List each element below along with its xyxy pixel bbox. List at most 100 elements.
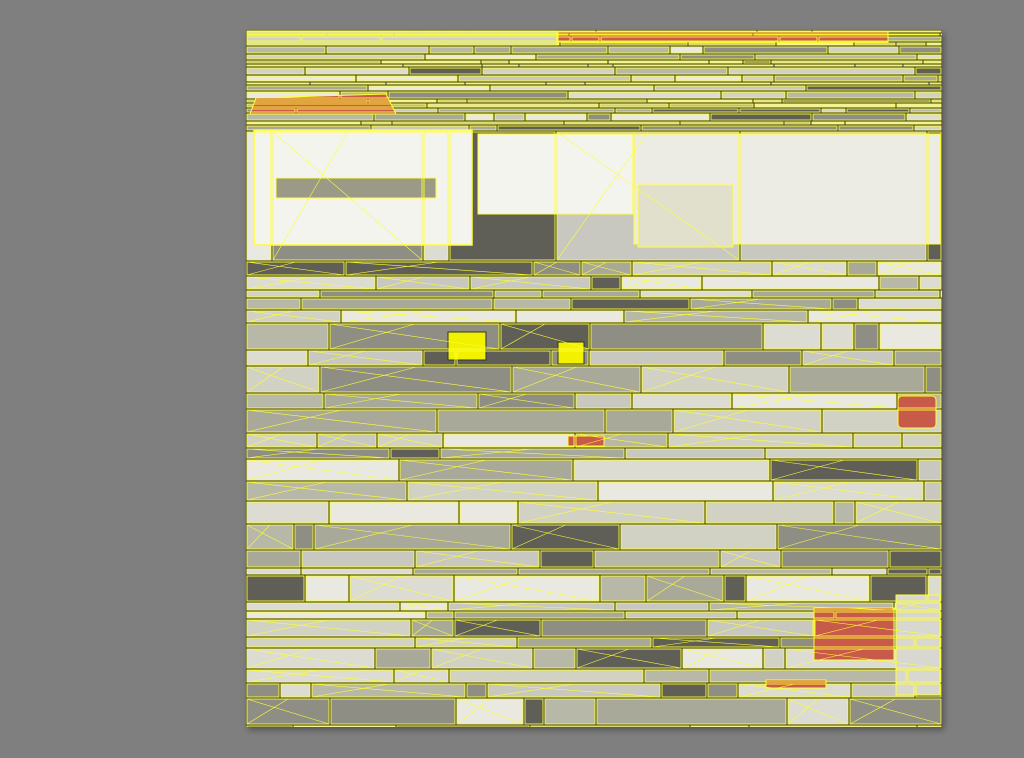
wire-edge — [246, 103, 427, 108]
texture-block — [904, 65, 941, 66]
wire-edge — [494, 290, 542, 298]
wire-edge — [330, 698, 456, 725]
wire-diagonal — [877, 261, 942, 276]
texture-block — [247, 47, 325, 53]
wire-diagonal — [399, 459, 487, 481]
wire-diagonal — [246, 409, 342, 433]
wire-edge — [828, 46, 899, 54]
wire-edge — [709, 60, 743, 64]
wire-diagonal — [709, 602, 802, 611]
wire-edge — [851, 683, 915, 698]
wire-edge — [530, 725, 690, 727]
wire-edge — [246, 42, 445, 46]
wire-edge — [381, 60, 481, 64]
texture-block — [924, 61, 941, 63]
wire-edge — [246, 290, 320, 298]
wire-diagonal — [411, 619, 454, 637]
wire-edge — [625, 611, 737, 619]
wire-edge — [381, 36, 571, 42]
texture-block — [306, 576, 348, 601]
wire-diagonal — [470, 276, 531, 290]
wire-diagonal — [673, 409, 748, 433]
wire-edge — [940, 290, 942, 298]
texture-block — [925, 482, 941, 500]
texture-block — [681, 55, 754, 59]
wire-edge — [569, 33, 753, 36]
wire-diagonal — [272, 131, 348, 261]
wire-diagonal — [777, 524, 860, 550]
texture-block — [534, 649, 575, 668]
wire-edge — [811, 121, 845, 125]
wire-edge — [541, 619, 707, 637]
texture-block — [518, 638, 651, 647]
wire-edge — [246, 602, 400, 611]
texture-block — [939, 76, 941, 81]
wire-edge — [670, 46, 703, 54]
wire-edge — [605, 409, 673, 433]
texture-block — [703, 277, 878, 289]
wire-edge — [474, 46, 511, 54]
wire-edge — [246, 60, 381, 64]
texture-block — [294, 726, 395, 727]
wire-diagonal — [802, 350, 849, 366]
texture-block — [590, 351, 723, 365]
texture-block — [599, 482, 772, 500]
wire-diagonal — [431, 648, 533, 669]
wire-edge — [640, 290, 752, 298]
wire-edge — [246, 67, 305, 75]
wire-edge — [835, 611, 942, 619]
wire-edge — [899, 46, 942, 54]
wire-diagonal — [814, 619, 879, 637]
texture-block — [941, 34, 942, 35]
red-strip — [567, 435, 605, 447]
wire-edge — [615, 67, 728, 75]
wire-diagonal — [320, 366, 512, 393]
texture-block — [404, 65, 481, 66]
texture-block — [588, 114, 610, 120]
uv-texture-atlas[interactable] — [246, 30, 942, 727]
texture-block — [880, 277, 918, 289]
wire-diagonal — [802, 350, 894, 366]
wire-edge — [423, 350, 456, 366]
texture-block — [689, 43, 775, 45]
wire-diagonal — [773, 481, 924, 501]
wire-edge — [388, 91, 568, 99]
wire-diagonal — [632, 261, 703, 276]
texture-block — [247, 603, 399, 610]
wire-diagonal — [738, 683, 795, 698]
wire-edge — [753, 99, 782, 103]
wire-diagonal — [894, 602, 942, 611]
texture-block — [846, 122, 941, 124]
wire-diagonal — [440, 448, 625, 459]
wire-diagonal — [738, 683, 851, 698]
wire-diagonal — [533, 261, 581, 276]
texture-block — [302, 551, 414, 567]
wire-diagonal — [682, 648, 723, 669]
wire-edge — [710, 113, 812, 121]
texture-block — [681, 122, 783, 124]
texture-block — [609, 47, 669, 53]
texture-block — [670, 104, 753, 107]
wire-diagonal — [556, 131, 649, 261]
texture-block — [600, 104, 668, 107]
wireframe-overlay — [246, 30, 942, 727]
wire-diagonal — [246, 648, 311, 669]
wire-edge — [728, 67, 915, 75]
wire-edge — [594, 550, 720, 568]
texture-block — [247, 114, 373, 120]
wire-edge — [845, 121, 942, 125]
texture-block — [561, 43, 687, 45]
wire-edge — [246, 91, 340, 99]
wire-edge — [897, 393, 942, 409]
wire-edge — [536, 54, 680, 60]
wire-edge — [375, 648, 431, 669]
wire-edge — [517, 637, 652, 648]
wire-edge — [812, 113, 906, 121]
wire-edge — [938, 75, 942, 82]
texture-block — [526, 114, 586, 120]
texture-block — [743, 76, 773, 81]
texture-block — [642, 126, 837, 130]
wire-edge — [305, 575, 349, 602]
texture-block — [911, 109, 941, 112]
